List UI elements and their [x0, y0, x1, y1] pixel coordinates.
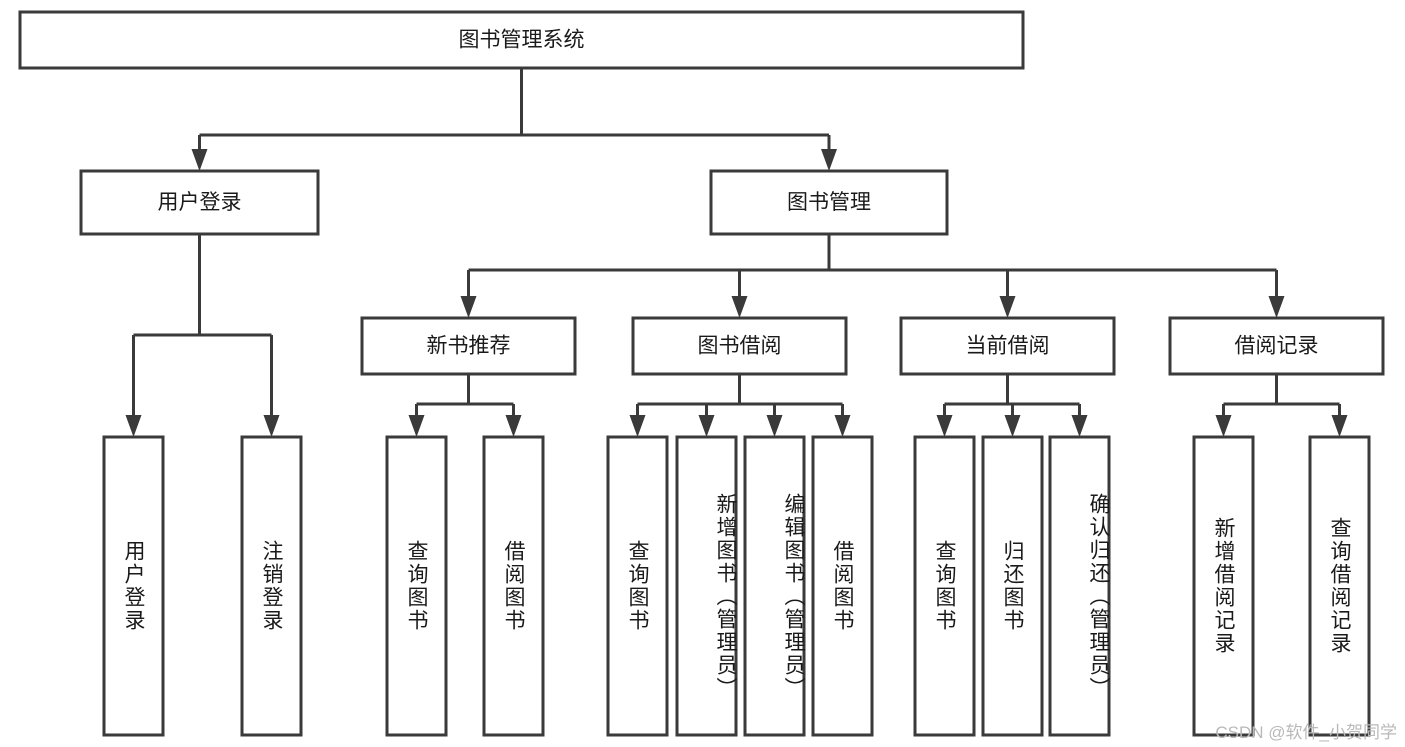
node-new-book-recommend-label: 新书推荐: [427, 335, 511, 358]
arrow-to-new-book-recommend: [460, 296, 477, 318]
node-new-book-recommend-box[interactable]: [360, 316, 577, 376]
connector-layer: [125, 68, 1348, 437]
leaf-leaf-add-record-box[interactable]: [1192, 435, 1255, 737]
csdn-watermark: CSDN @软件_小贺同学: [1215, 723, 1397, 742]
leaf-leaf-confirm-return-box[interactable]: [1048, 435, 1111, 737]
leaf-leaf-edit-book-box[interactable]: [743, 435, 806, 737]
node-user-login-box[interactable]: [79, 169, 320, 236]
leaf-leaf-query-book-3-box[interactable]: [913, 435, 976, 737]
arrow-to-user-login: [191, 149, 208, 171]
node-book-manage-label: 图书管理: [787, 191, 871, 214]
arrow-to-borrow-record: [1268, 296, 1285, 318]
arrow-to-book-manage: [821, 149, 837, 171]
node-user-login-label: 用户登录: [158, 191, 242, 214]
arrow-to-leaf-borrow-book-1: [505, 415, 522, 437]
leaf-leaf-return-book-box[interactable]: [981, 435, 1044, 737]
system-title-box[interactable]: [18, 10, 1025, 70]
arrow-to-leaf-borrow-book-2: [834, 415, 851, 437]
leaf-leaf-query-book-1-box[interactable]: [385, 435, 448, 737]
arrow-to-current-borrow: [999, 296, 1016, 318]
node-current-borrow-label: 当前借阅: [966, 335, 1050, 358]
arrow-to-leaf-query-book-3: [936, 415, 953, 437]
arrow-to-leaf-add-record: [1215, 415, 1232, 437]
arrow-to-book-borrow: [731, 296, 748, 318]
arrow-to-leaf-query-book-1: [408, 415, 425, 437]
leaf-leaf-query-book-2-box[interactable]: [606, 435, 669, 737]
leaf-leaf-add-book-box[interactable]: [675, 435, 738, 737]
leaf-leaf-logout-box[interactable]: [240, 435, 303, 737]
leaf-leaf-user-login-box[interactable]: [102, 435, 165, 737]
arrow-to-leaf-confirm-return: [1071, 415, 1088, 437]
leaf-leaf-query-record-box[interactable]: [1308, 435, 1371, 737]
node-borrow-record-label: 借阅记录: [1235, 335, 1319, 358]
leaf-leaf-borrow-book-1-box[interactable]: [482, 435, 545, 737]
arrow-to-leaf-query-book-2: [629, 415, 646, 437]
node-book-manage-box[interactable]: [709, 169, 949, 236]
node-book-borrow-label: 图书借阅: [698, 335, 782, 358]
node-current-borrow-box[interactable]: [899, 316, 1116, 376]
arrow-to-leaf-add-book: [698, 415, 715, 437]
arrow-to-leaf-query-record: [1331, 415, 1348, 437]
arrow-to-leaf-edit-book: [766, 415, 783, 437]
system-title-label: 图书管理系统: [459, 29, 585, 52]
node-borrow-record-box[interactable]: [1168, 316, 1385, 376]
node-book-borrow-box[interactable]: [631, 316, 848, 376]
arrow-to-leaf-logout: [263, 415, 280, 437]
node-box-layer: [18, 10, 1385, 737]
arrow-to-leaf-user-login: [125, 415, 142, 437]
arrow-to-leaf-return-book: [1004, 415, 1021, 437]
leaf-leaf-borrow-book-2-box[interactable]: [811, 435, 874, 737]
